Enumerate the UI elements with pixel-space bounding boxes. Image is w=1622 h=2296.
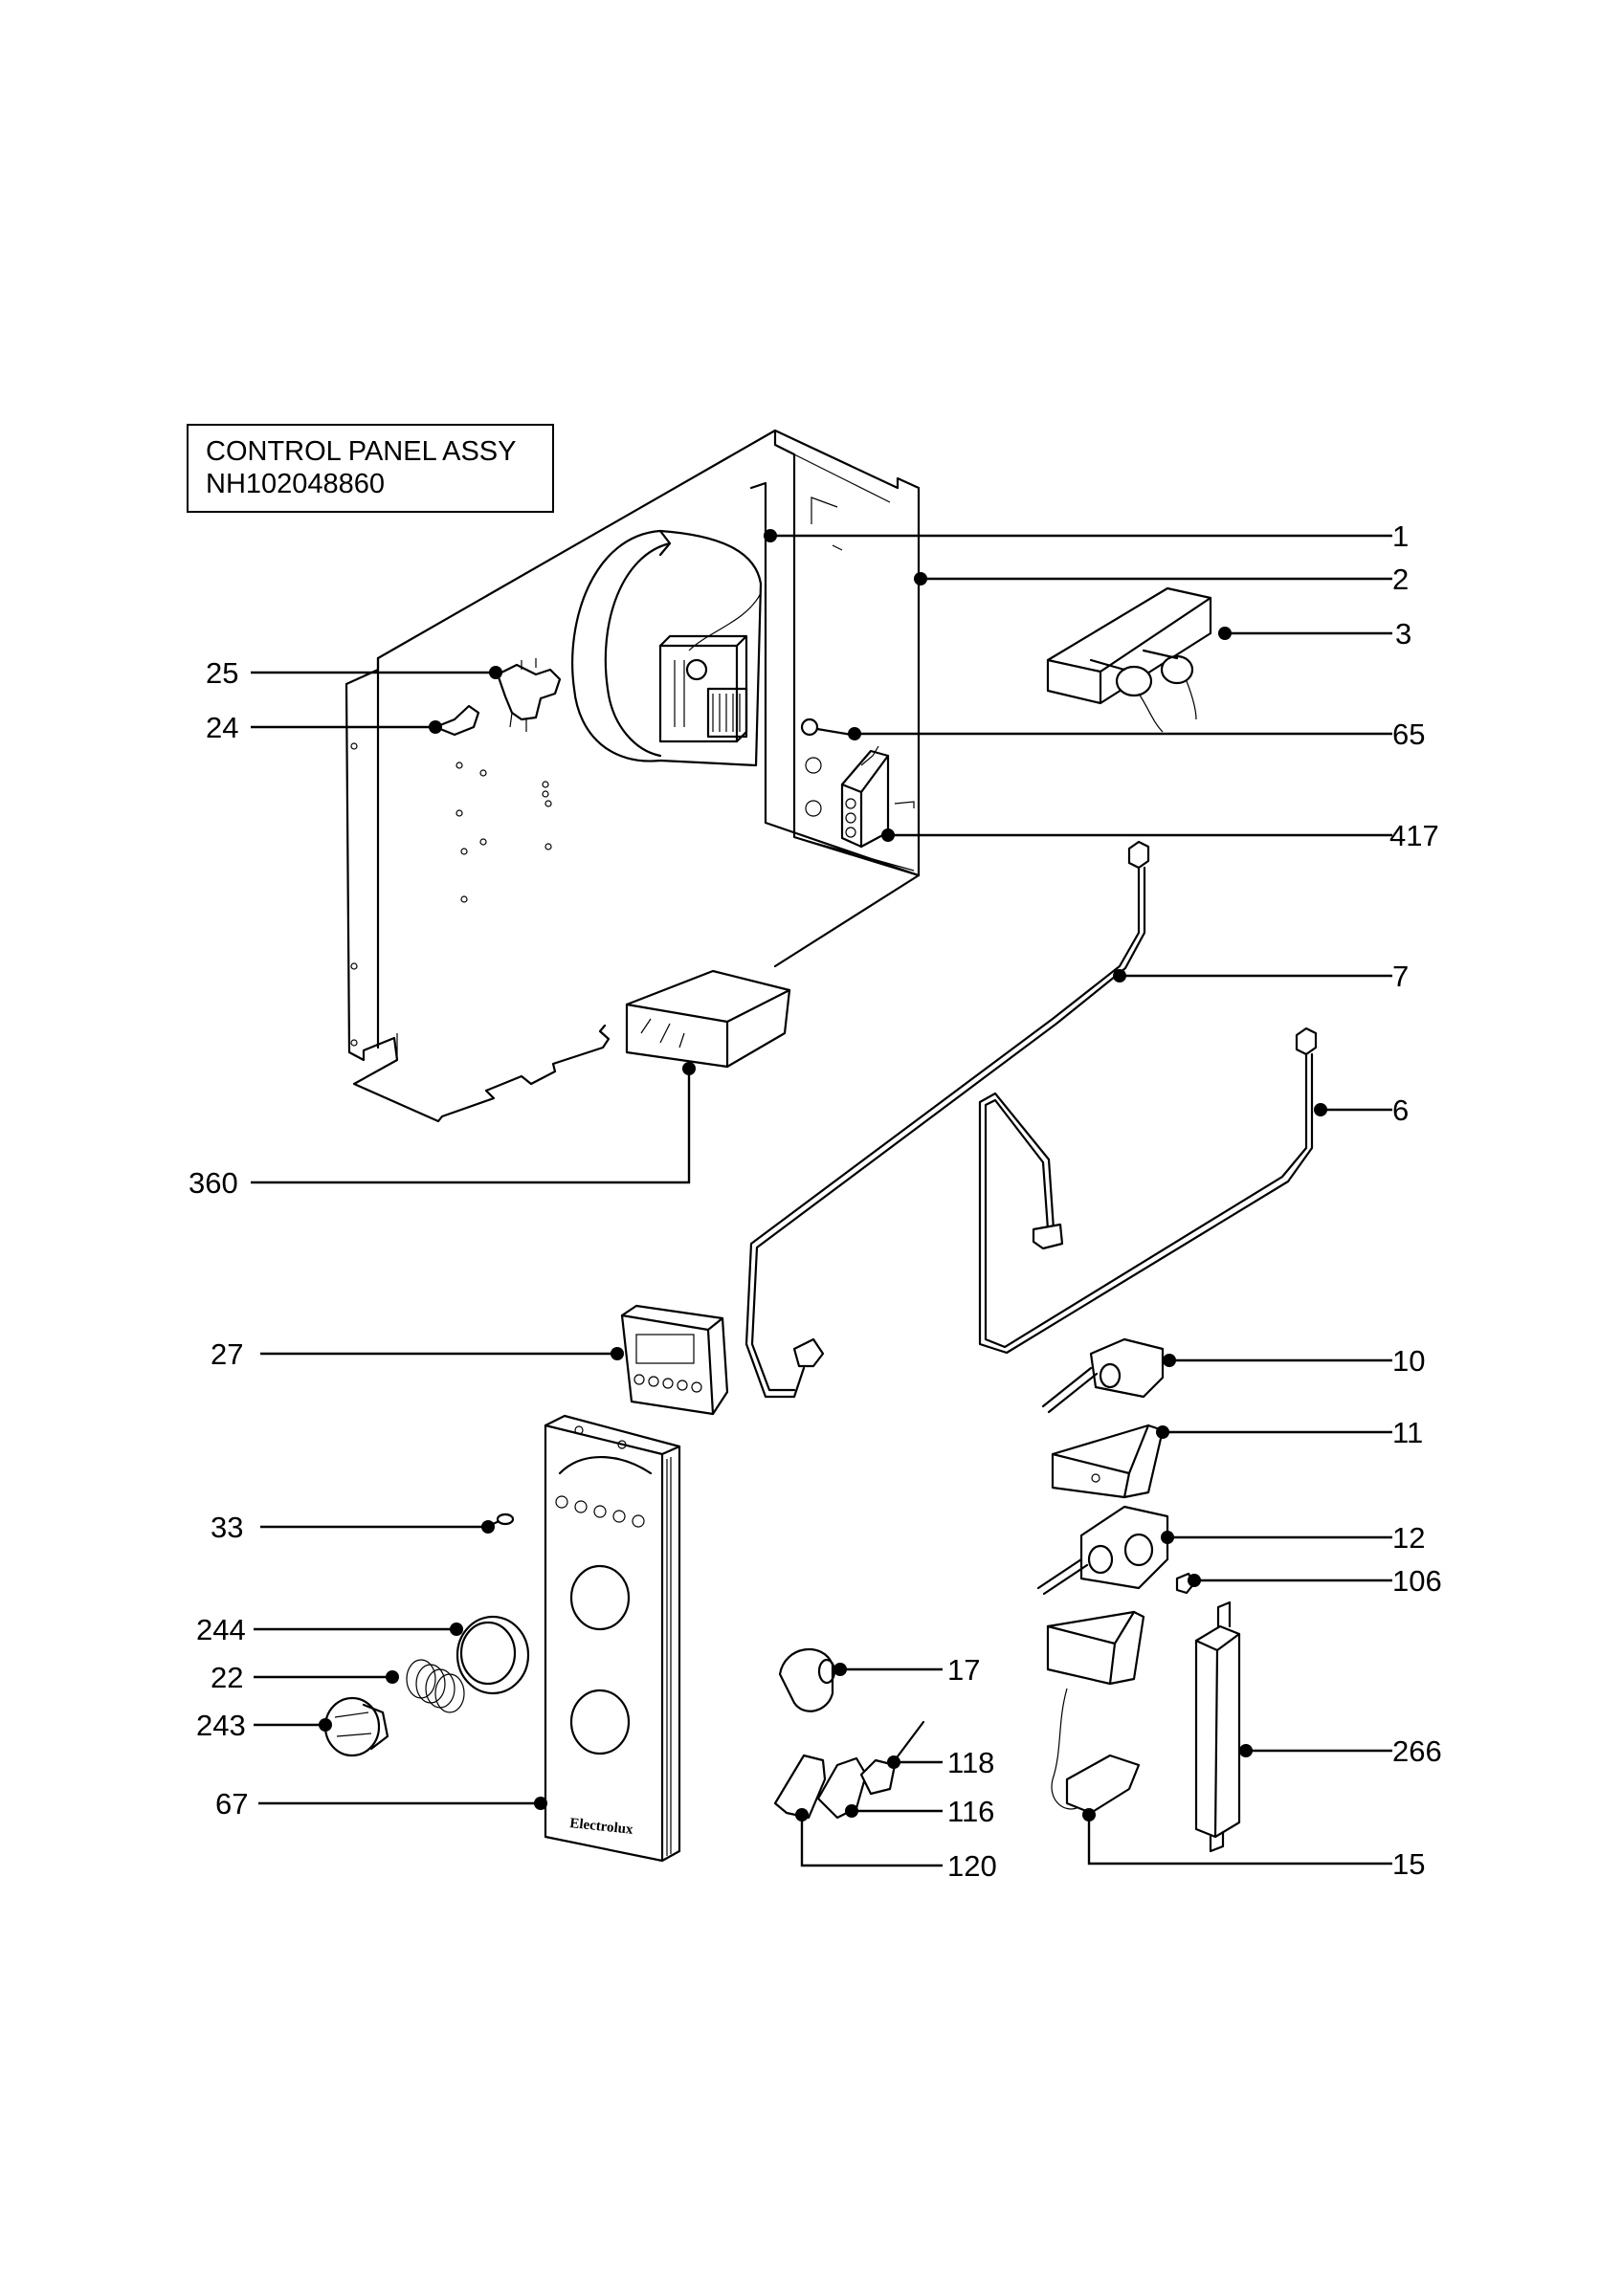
callout-266: 266 [1392, 1734, 1442, 1768]
callout-dot-1 [764, 529, 777, 542]
part-27-clock-timer [620, 1304, 729, 1416]
callout-3: 3 [1395, 617, 1411, 651]
blower-fan [571, 529, 763, 767]
callout-dot-27 [611, 1347, 624, 1360]
callout-dot-3 [1218, 627, 1232, 640]
part-15-thermocouple [1046, 1610, 1145, 1815]
title-box: CONTROL PANEL ASSY NH102048860 [187, 424, 554, 513]
callout-12: 12 [1392, 1521, 1425, 1555]
callout-360: 360 [189, 1166, 238, 1200]
callout-106: 106 [1392, 1564, 1442, 1598]
callout-dot-10 [1163, 1354, 1176, 1367]
callout-118: 118 [947, 1746, 994, 1779]
callouts-middle: 17 118 116 120 [795, 1653, 997, 1883]
part-3-thermostat-block [1046, 586, 1212, 733]
callouts-left: 25 24 360 27 33 244 22 243 67 [189, 656, 696, 1821]
callout-417: 417 [1389, 819, 1439, 852]
callout-dot-106 [1188, 1574, 1201, 1587]
callout-dot-120 [795, 1808, 809, 1821]
callout-dot-12 [1161, 1531, 1174, 1544]
callout-dot-360 [682, 1062, 696, 1075]
title-line-1: CONTROL PANEL ASSY [206, 436, 517, 467]
callout-dot-266 [1239, 1744, 1253, 1757]
part-360-module [625, 969, 791, 1069]
part-25-switch [496, 658, 562, 732]
callout-25: 25 [206, 656, 238, 690]
callout-33: 33 [211, 1511, 243, 1544]
callout-243: 243 [196, 1709, 246, 1742]
callout-10: 10 [1392, 1344, 1425, 1378]
callout-22: 22 [211, 1661, 243, 1694]
part-65-sensor [800, 718, 854, 737]
callout-dot-25 [489, 666, 502, 679]
callout-dot-33 [481, 1520, 495, 1534]
callout-116: 116 [947, 1795, 994, 1828]
callout-dot-15 [1082, 1808, 1096, 1821]
callout-dot-118 [887, 1755, 900, 1769]
callout-24: 24 [206, 711, 238, 744]
callout-120: 120 [947, 1849, 997, 1883]
part-266-burner-tube [1194, 1601, 1241, 1853]
back-panel [344, 429, 921, 1123]
part-11-bracket [1051, 1424, 1165, 1499]
callout-dot-116 [845, 1804, 858, 1818]
callout-dot-65 [848, 727, 861, 740]
callout-dot-2 [914, 572, 927, 585]
part-22-spring [406, 1659, 465, 1713]
callout-17: 17 [947, 1653, 980, 1687]
part-67-control-panel: Electrolux [544, 1414, 681, 1863]
part-120-bracket [773, 1754, 827, 1820]
part-116-bracket [816, 1756, 868, 1820]
callout-dot-17 [833, 1663, 847, 1676]
callouts-right: 1 2 3 65 417 7 6 10 11 12 106 266 [764, 519, 1442, 1881]
part-118-igniter [859, 1720, 925, 1796]
callout-67: 67 [215, 1787, 248, 1821]
callout-27: 27 [211, 1337, 243, 1371]
callout-dot-67 [534, 1797, 547, 1810]
callout-7: 7 [1392, 960, 1409, 993]
part-12-valve [1036, 1505, 1169, 1596]
callout-2: 2 [1392, 563, 1409, 596]
callout-dot-22 [386, 1670, 399, 1684]
callout-dot-6 [1314, 1103, 1327, 1116]
callout-6: 6 [1392, 1093, 1409, 1127]
part-417-terminal-block [805, 745, 890, 849]
callout-11: 11 [1392, 1416, 1423, 1449]
part-244-bezel [455, 1615, 530, 1695]
callout-65: 65 [1392, 718, 1425, 751]
callout-dot-7 [1113, 969, 1126, 982]
callout-dot-244 [450, 1623, 463, 1636]
brand-label: Electrolux [569, 1816, 634, 1838]
callout-244: 244 [196, 1613, 246, 1646]
callout-dot-243 [319, 1718, 332, 1732]
part-243-knob [323, 1696, 389, 1757]
callout-dot-417 [881, 828, 895, 842]
callout-dot-24 [429, 720, 442, 734]
callout-15: 15 [1392, 1847, 1425, 1881]
part-17-knob [778, 1647, 836, 1712]
part-6-gas-tube [978, 1027, 1318, 1355]
title-line-2: NH102048860 [206, 469, 386, 499]
callout-dot-11 [1156, 1425, 1169, 1439]
part-24-clip [433, 704, 480, 737]
part-7-gas-tube [744, 840, 1150, 1399]
callout-1: 1 [1392, 519, 1409, 553]
part-10-valve [1041, 1337, 1165, 1414]
